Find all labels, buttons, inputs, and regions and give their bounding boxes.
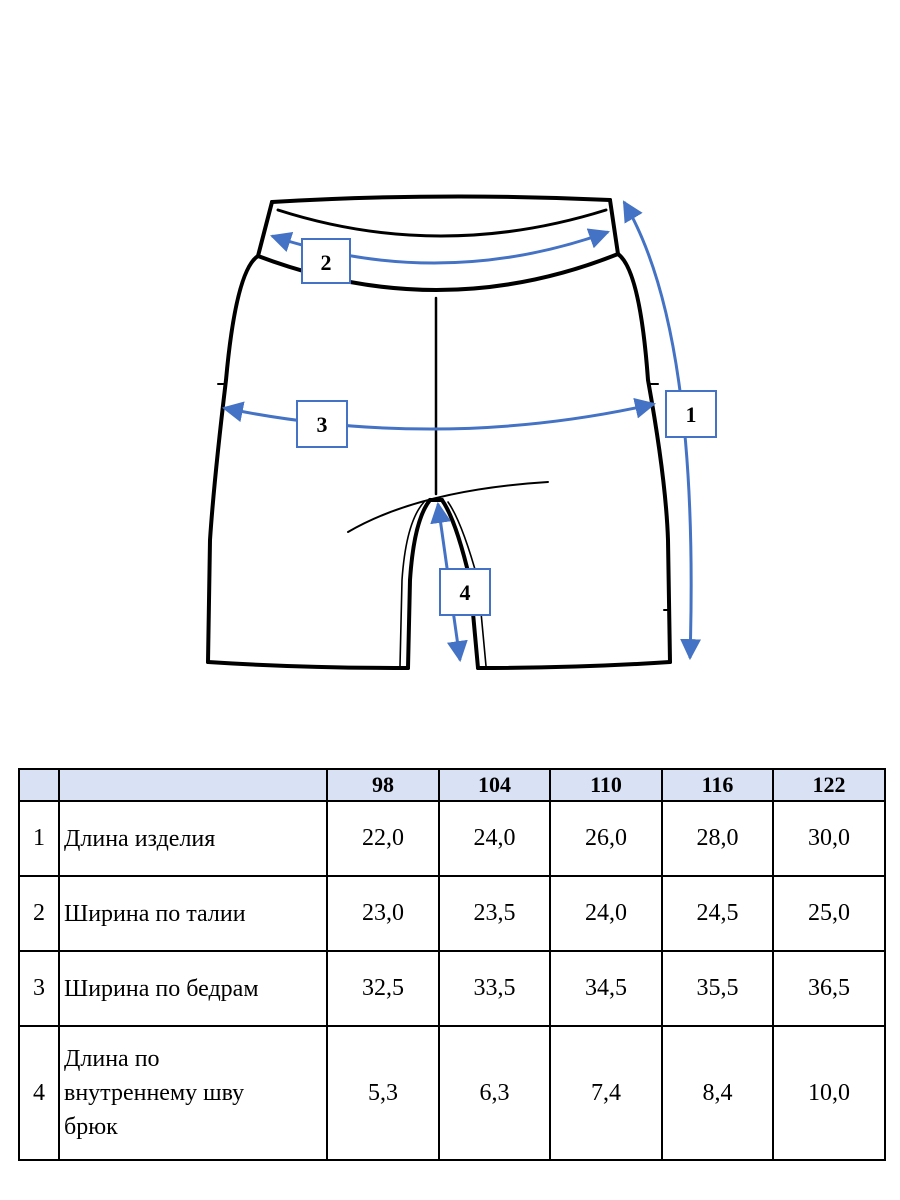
value-cell: 36,5 <box>772 950 886 1027</box>
row-number: 3 <box>18 950 60 1027</box>
callout-2: 2 <box>301 238 351 284</box>
value-cell: 6,3 <box>438 1025 551 1161</box>
size-header-row: 98 104 110 116 122 <box>18 768 886 802</box>
row-number: 2 <box>18 875 60 952</box>
size-110-header: 110 <box>549 768 663 802</box>
row-label-line: Длина по <box>64 1046 160 1072</box>
row-label: Длина по внутреннему шву брюк <box>58 1025 328 1161</box>
callout-3: 3 <box>296 400 348 448</box>
value-cell: 32,5 <box>326 950 440 1027</box>
value-cell: 26,0 <box>549 800 663 877</box>
value-cell: 25,0 <box>772 875 886 952</box>
size-122-header: 122 <box>772 768 886 802</box>
callout-4: 4 <box>439 568 491 616</box>
value-cell: 23,5 <box>438 875 551 952</box>
value-cell: 10,0 <box>772 1025 886 1161</box>
header-number-cell <box>18 768 60 802</box>
value-cell: 24,0 <box>438 800 551 877</box>
row-label: Ширина по бедрам <box>58 950 328 1027</box>
shorts-measurement-diagram: 2 3 1 4 <box>206 194 717 670</box>
value-cell: 5,3 <box>326 1025 440 1161</box>
size-116-header: 116 <box>661 768 774 802</box>
value-cell: 28,0 <box>661 800 774 877</box>
row-number: 4 <box>18 1025 60 1161</box>
value-cell: 8,4 <box>661 1025 774 1161</box>
callout-3-label: 3 <box>317 412 328 437</box>
table-row: 3 Ширина по бедрам 32,5 33,5 34,5 35,5 3… <box>18 950 886 1027</box>
value-cell: 34,5 <box>549 950 663 1027</box>
size-chart-table: 98 104 110 116 122 1 Длина изделия 22,0 … <box>18 768 886 1161</box>
value-cell: 24,0 <box>549 875 663 952</box>
value-cell: 23,0 <box>326 875 440 952</box>
value-cell: 30,0 <box>772 800 886 877</box>
arrow-length <box>622 200 702 661</box>
size-98-header: 98 <box>326 768 440 802</box>
row-label-line: брюк <box>64 1114 118 1140</box>
row-label-line: внутреннему шву <box>64 1080 245 1106</box>
value-cell: 35,5 <box>661 950 774 1027</box>
row-label: Ширина по талии <box>58 875 328 952</box>
table-row: 2 Ширина по талии 23,0 23,5 24,0 24,5 25… <box>18 875 886 952</box>
arrow-hip <box>221 397 657 431</box>
value-cell: 24,5 <box>661 875 774 952</box>
row-label: Длина изделия <box>58 800 328 877</box>
value-cell: 33,5 <box>438 950 551 1027</box>
callout-2-label: 2 <box>321 250 332 275</box>
row-number: 1 <box>18 800 60 877</box>
value-cell: 7,4 <box>549 1025 663 1161</box>
header-label-cell <box>58 768 328 802</box>
callout-1: 1 <box>665 390 717 438</box>
callout-4-label: 4 <box>460 580 471 605</box>
value-cell: 22,0 <box>326 800 440 877</box>
table-row: 1 Длина изделия 22,0 24,0 26,0 28,0 30,0 <box>18 800 886 877</box>
size-104-header: 104 <box>438 768 551 802</box>
table-row: 4 Длина по внутреннему шву брюк 5,3 6,3 … <box>18 1025 886 1161</box>
callout-1-label: 1 <box>686 402 697 427</box>
